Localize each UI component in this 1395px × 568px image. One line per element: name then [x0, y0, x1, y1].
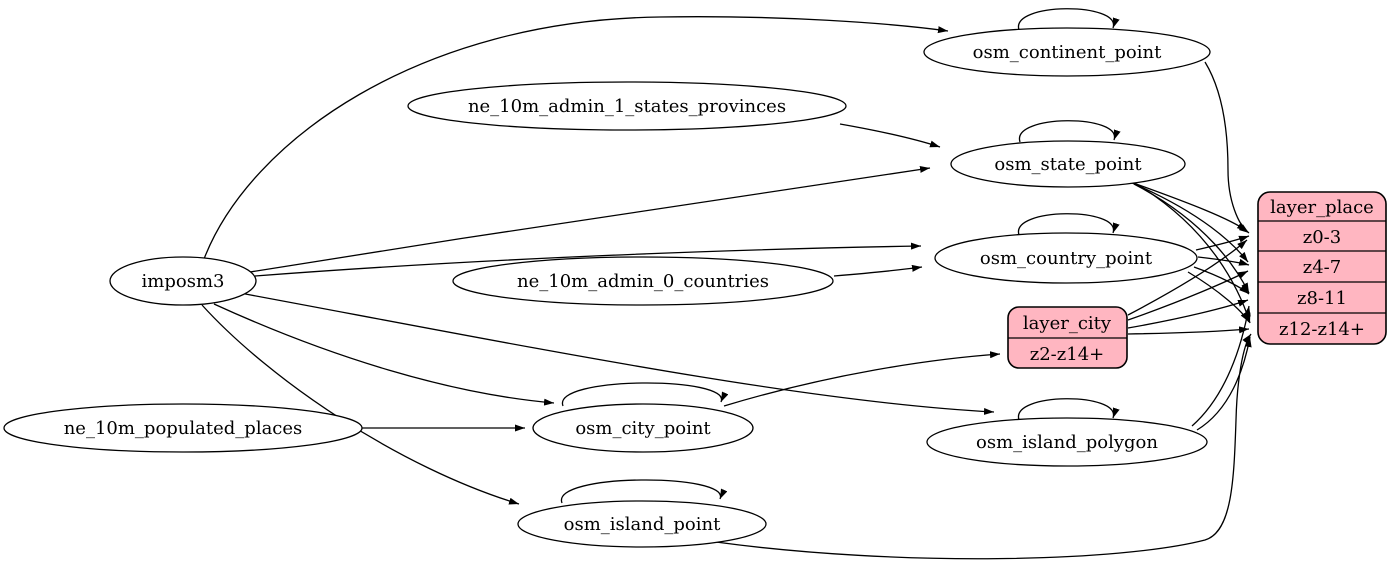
- node-osm-continent-point-shape: [923, 27, 1211, 77]
- edge-imposm3-to-osm-island-polygon: [239, 292, 995, 415]
- node-osm-island-point: osm_island_point: [517, 500, 767, 548]
- selfloop-osm-island-point: [561, 479, 728, 504]
- nodes: imposm3 ne_10m_admin_1_states_provinces …: [3, 27, 1211, 548]
- node-osm-continent-point-label: osm_continent_point: [973, 42, 1162, 63]
- node-osm-state-point: osm_state_point: [950, 140, 1186, 188]
- node-ne-10m-admin-1-states-provinces: ne_10m_admin_1_states_provinces: [407, 81, 847, 131]
- edge-osm-island-polygon-to-layer-place-z12-z14: [1196, 336, 1252, 431]
- edge-ne-10m-admin-0-to-osm-country-point: [833, 264, 923, 277]
- node-ne-10m-admin-1-label: ne_10m_admin_1_states_provinces: [468, 96, 786, 117]
- node-ne-10m-populated-places-label: ne_10m_populated_places: [64, 418, 303, 439]
- edge-layer-city-to-layer-place-z0-3: [1127, 239, 1248, 316]
- edge-imposm3-to-osm-country-point: [254, 242, 922, 277]
- selfloop-osm-island-polygon: [1018, 398, 1120, 421]
- node-ne-10m-populated-places: ne_10m_populated_places: [3, 403, 363, 453]
- record-layer-place-title: layer_place: [1270, 197, 1374, 218]
- node-osm-city-point-label: osm_city_point: [575, 418, 711, 439]
- node-imposm3-shape: [109, 256, 257, 306]
- node-ne-10m-admin-1-shape: [407, 81, 847, 131]
- node-osm-city-point: osm_city_point: [532, 403, 754, 453]
- node-ne-10m-populated-places-shape: [3, 403, 363, 453]
- node-osm-city-point-shape: [532, 403, 754, 453]
- edge-layer-city-to-layer-place-z4-7: [1127, 270, 1249, 321]
- node-ne-10m-admin-0-label: ne_10m_admin_0_countries: [517, 271, 769, 292]
- node-imposm3-label: imposm3: [142, 271, 225, 292]
- node-osm-island-polygon-shape: [926, 417, 1208, 467]
- record-layer-place-row-z4-7: z4-7: [1303, 257, 1341, 278]
- edge-osm-continent-point-to-layer-place-z0-3: [1204, 61, 1250, 234]
- node-osm-country-point-shape: [934, 232, 1198, 284]
- record-layer-city: layer_city z2-z14+: [1007, 306, 1128, 369]
- record-layer-place-row-z8-11: z8-11: [1297, 288, 1347, 309]
- node-osm-country-point-label: osm_country_point: [980, 248, 1153, 269]
- edge-layer-city-to-layer-place-z8-11: [1127, 299, 1249, 329]
- node-osm-island-point-shape: [517, 500, 767, 548]
- edge-osm-island-point-to-layer-place-z12-z14: [715, 333, 1252, 560]
- selfloop-osm-continent-point: [1018, 8, 1120, 31]
- edge-imposm3-to-osm-city-point: [213, 303, 555, 406]
- edge-osm-country-point-to-layer-place-z0-3: [1195, 235, 1250, 251]
- node-ne-10m-admin-0-shape: [452, 256, 834, 306]
- edge-layer-city-to-layer-place-z12-z14: [1127, 326, 1250, 335]
- selfloop-osm-country-point: [1018, 213, 1120, 236]
- edge-osm-state-point-to-layer-place-z4-7: [1129, 181, 1249, 263]
- node-osm-state-point-shape: [950, 140, 1186, 188]
- edge-osm-country-point-to-layer-place-z8-11: [1193, 266, 1250, 295]
- node-osm-island-polygon: osm_island_polygon: [926, 417, 1208, 467]
- edge-osm-city-point-to-layer-city-z2-z14: [723, 351, 1001, 407]
- node-osm-continent-point: osm_continent_point: [923, 27, 1211, 77]
- edge-imposm3-to-osm-continent-point: [203, 16, 949, 260]
- record-layer-place-shape: [1257, 191, 1387, 345]
- node-osm-island-point-label: osm_island_point: [564, 514, 721, 535]
- record-layer-place-row-z12-z14: z12-z14+: [1279, 319, 1365, 340]
- edge-osm-country-point-to-layer-place-z4-7: [1197, 256, 1250, 266]
- edge-osm-island-polygon-to-layer-place-z8-11: [1191, 305, 1251, 427]
- record-layer-place-row-z0-3: z0-3: [1303, 227, 1341, 248]
- node-osm-state-point-label: osm_state_point: [994, 154, 1142, 175]
- edge-ne-10m-admin-1-to-osm-state-point: [839, 123, 941, 148]
- selfloop-osm-state-point: [1019, 120, 1121, 143]
- node-osm-country-point: osm_country_point: [934, 232, 1198, 284]
- record-layer-city-row-z2-z14: z2-z14+: [1030, 344, 1105, 365]
- selfloop-osm-city-point: [562, 382, 729, 407]
- node-ne-10m-admin-0-countries: ne_10m_admin_0_countries: [452, 256, 834, 306]
- edge-imposm3-to-osm-island-point: [201, 304, 520, 505]
- edge-imposm3-to-osm-state-point: [249, 165, 931, 273]
- node-imposm3: imposm3: [109, 256, 257, 306]
- record-layer-city-title: layer_city: [1023, 313, 1112, 334]
- record-layer-place: layer_place z0-3 z4-7 z8-11 z12-z14+: [1257, 191, 1387, 345]
- node-osm-island-polygon-label: osm_island_polygon: [976, 432, 1158, 453]
- edge-osm-state-point-to-layer-place-z0-3: [1124, 179, 1248, 232]
